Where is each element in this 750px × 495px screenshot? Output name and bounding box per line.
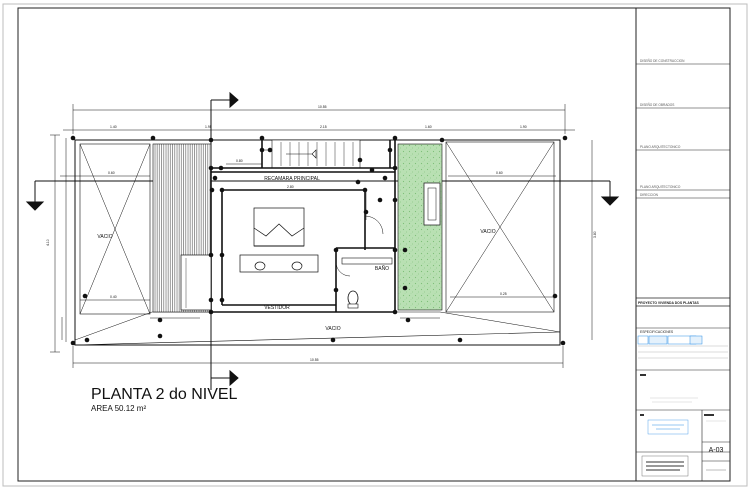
- tb-specs-header: ESPECIFICACIONES: [640, 330, 674, 334]
- svg-text:1.40: 1.40: [110, 125, 117, 129]
- room-label-bath: BAÑO: [375, 265, 389, 272]
- skylight: [423, 182, 441, 226]
- tb-field-2: DISEÑO DE OBRADOS: [640, 102, 674, 107]
- svg-text:2.80: 2.80: [287, 185, 294, 189]
- sink-right: [291, 261, 303, 271]
- tb-field-3: PLANO ARQUITECTONICO: [640, 145, 681, 149]
- tb-field-5: DIRECCION: [640, 193, 659, 197]
- room-label-void-left: VACIO: [97, 234, 112, 240]
- section-marker-left: [25, 201, 45, 211]
- sheet-number: A-03: [709, 447, 724, 454]
- void-right: [445, 141, 555, 313]
- toilet: [347, 290, 359, 306]
- svg-text:0.25: 0.25: [500, 292, 507, 296]
- section-marker-bottom: [229, 369, 239, 387]
- tb-project-bar: PROYECTO VIVIENDA DOS PLANTAS: [638, 301, 700, 305]
- room-label-master-bedroom: RECAMARA PRINCIPAL: [264, 176, 320, 182]
- svg-text:0.40: 0.40: [110, 295, 117, 299]
- svg-text:10.55: 10.55: [318, 105, 327, 109]
- bath-counter: [341, 257, 393, 265]
- drawing-border: [17, 7, 731, 482]
- planter-garden: [397, 143, 443, 311]
- svg-text:0.60: 0.60: [108, 171, 115, 175]
- room-label-void-right: VACIO: [480, 229, 495, 235]
- room-label-void-bottom: VACIO: [325, 326, 340, 332]
- sink-left: [254, 261, 266, 271]
- plan-area: AREA 50.12 m²: [91, 404, 146, 413]
- svg-text:10.55: 10.55: [310, 358, 319, 362]
- svg-text:0.80: 0.80: [236, 159, 243, 163]
- outer-frame: [2, 3, 748, 487]
- slab-outline: [74, 139, 561, 346]
- svg-text:3.80: 3.80: [593, 231, 597, 238]
- svg-text:1.60: 1.60: [425, 125, 432, 129]
- closet-shelf: [180, 254, 212, 311]
- plan-title: PLANTA 2 do NIVEL: [91, 386, 238, 403]
- svg-text:1.90: 1.90: [520, 125, 527, 129]
- plan-body: RECAMARA PRINCIPAL VESTIDOR BAÑO VACIO V…: [70, 135, 568, 346]
- room-label-closet: VESTIDOR: [264, 305, 290, 311]
- tb-field-4: PLANO ARQUITECTONICO: [640, 185, 681, 189]
- svg-text:1.95: 1.95: [205, 125, 212, 129]
- title-block: DISEÑO DE CONSTRUCCION DISEÑO DE OBRADOS…: [635, 8, 730, 481]
- void-left: [79, 143, 151, 315]
- vanity: [239, 254, 319, 273]
- svg-text:2.15: 2.15: [320, 125, 327, 129]
- svg-text:4.10: 4.10: [46, 239, 50, 246]
- bed: [253, 207, 305, 247]
- section-marker-top: [229, 91, 239, 109]
- tb-field-1: DISEÑO DE CONSTRUCCION: [640, 58, 685, 63]
- section-marker-right: [600, 196, 620, 206]
- structural-nodes: [70, 135, 568, 346]
- svg-text:0.60: 0.60: [496, 171, 503, 175]
